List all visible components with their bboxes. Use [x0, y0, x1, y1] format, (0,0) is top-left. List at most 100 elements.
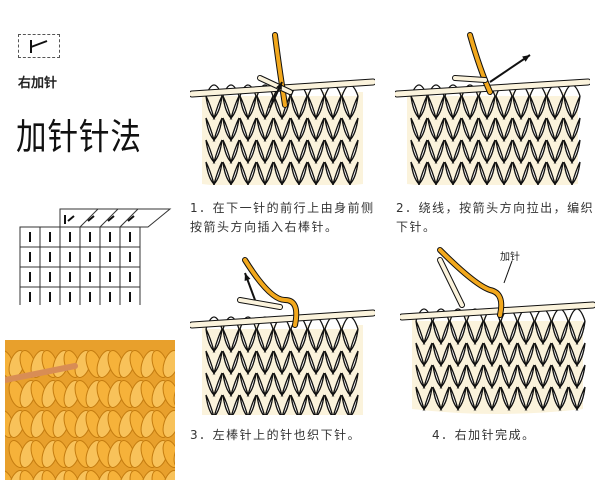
stitch-leg — [314, 95, 325, 121]
stitch-leg — [290, 394, 300, 415]
stitch-leg — [558, 342, 569, 368]
knitting-needle — [400, 302, 595, 320]
stitch-leg — [297, 372, 308, 398]
stitch-leg — [502, 139, 513, 165]
stitch-leg — [524, 342, 535, 368]
stitch-leg — [485, 139, 496, 165]
stitch-leg — [554, 161, 564, 185]
stitch-leg — [553, 95, 564, 121]
stitch-leg — [524, 386, 535, 412]
stitch-leg — [519, 139, 530, 165]
stitch-leg — [246, 95, 257, 121]
yarn — [438, 248, 504, 317]
stitch-leg — [264, 161, 274, 185]
stitch-leg — [314, 328, 325, 354]
step-4-diagram — [400, 247, 595, 414]
stitch-leg — [280, 139, 291, 165]
stitch-leg — [575, 320, 586, 346]
stitch-leg — [263, 139, 274, 165]
increase-pointer — [503, 260, 513, 284]
stitch-leg — [263, 117, 274, 143]
stitch-leg — [314, 350, 325, 376]
yarn — [273, 33, 287, 107]
stitch-leg — [298, 161, 308, 185]
right-increase-icon — [30, 40, 48, 53]
stitch-leg — [490, 364, 501, 390]
stitch-leg — [315, 161, 325, 185]
stitch-leg — [417, 139, 428, 165]
stitch-leg — [247, 161, 257, 185]
chart-diagonal — [99, 208, 119, 228]
right-needle — [453, 76, 487, 82]
increase-label: 加针 — [500, 252, 520, 263]
stitch-leg — [348, 95, 359, 121]
yarn-loop — [129, 470, 147, 480]
stitch-leg — [418, 161, 428, 185]
stitch-leg — [434, 117, 445, 143]
step-1-caption: 1．在下一针的前行上由身前侧按箭头方向插入右棒针。 — [190, 201, 375, 234]
arrow-icon — [489, 54, 531, 83]
yarn-loop — [63, 470, 81, 480]
subtitle: 右加针 — [18, 76, 58, 91]
stitch-leg — [307, 394, 317, 415]
stitch-leg — [490, 342, 501, 368]
stitch-leg — [331, 350, 342, 376]
stitch-leg — [263, 372, 274, 398]
chart-diagonal — [119, 208, 139, 228]
stitch-leg — [264, 394, 274, 415]
stitch-leg — [439, 342, 450, 368]
yarn — [243, 258, 299, 327]
needle-loop — [341, 316, 359, 330]
stitch-leg — [280, 117, 291, 143]
stitch-leg — [507, 386, 518, 412]
stitch-leg — [422, 342, 433, 368]
stitch-leg — [468, 139, 479, 165]
stitch-leg — [541, 342, 552, 368]
stitch-leg — [229, 139, 240, 165]
stitch-leg — [435, 161, 445, 185]
stitch-leg — [571, 161, 581, 185]
stitch-leg — [469, 161, 479, 185]
stitch-leg — [502, 95, 513, 121]
stitch-leg — [246, 372, 257, 398]
fabric — [412, 317, 583, 414]
stitch-leg — [315, 394, 325, 415]
stitch-leg — [256, 394, 266, 415]
stitch-leg — [212, 350, 223, 376]
stitch-leg — [229, 95, 240, 121]
stitch-leg — [331, 117, 342, 143]
stitch-leg — [537, 161, 547, 185]
stitch-leg — [246, 328, 257, 354]
stitch-leg — [490, 386, 501, 412]
stitch-leg — [468, 117, 479, 143]
stitch-leg — [541, 364, 552, 390]
stitch-leg — [541, 320, 552, 346]
stitch-leg — [229, 328, 240, 354]
stitch-leg — [439, 386, 450, 412]
stitch-leg — [451, 139, 462, 165]
stitch-leg — [230, 394, 240, 415]
stitch-leg — [314, 117, 325, 143]
stitch-leg — [456, 342, 467, 368]
yarn-loop — [107, 470, 125, 480]
stitch-leg — [417, 95, 428, 121]
stitch-leg — [213, 161, 223, 185]
stitch-leg — [422, 320, 433, 346]
stitch-leg — [575, 342, 586, 368]
stitch-leg — [575, 364, 586, 390]
stitch-leg — [468, 95, 479, 121]
stitch-leg — [536, 95, 547, 121]
stitch-leg — [536, 117, 547, 143]
stitch-leg — [280, 328, 291, 354]
stitch-leg — [520, 161, 530, 185]
stitch-leg — [348, 328, 359, 354]
stitch-leg — [456, 386, 467, 412]
stitch-leg — [212, 372, 223, 398]
knitting-needle — [5, 363, 78, 383]
stitch-leg — [297, 350, 308, 376]
stitch-leg — [297, 328, 308, 354]
stitch-symbol-box — [18, 34, 60, 58]
stitch-leg — [524, 320, 535, 346]
stitch-leg — [348, 139, 359, 165]
stitch-leg — [205, 394, 215, 415]
